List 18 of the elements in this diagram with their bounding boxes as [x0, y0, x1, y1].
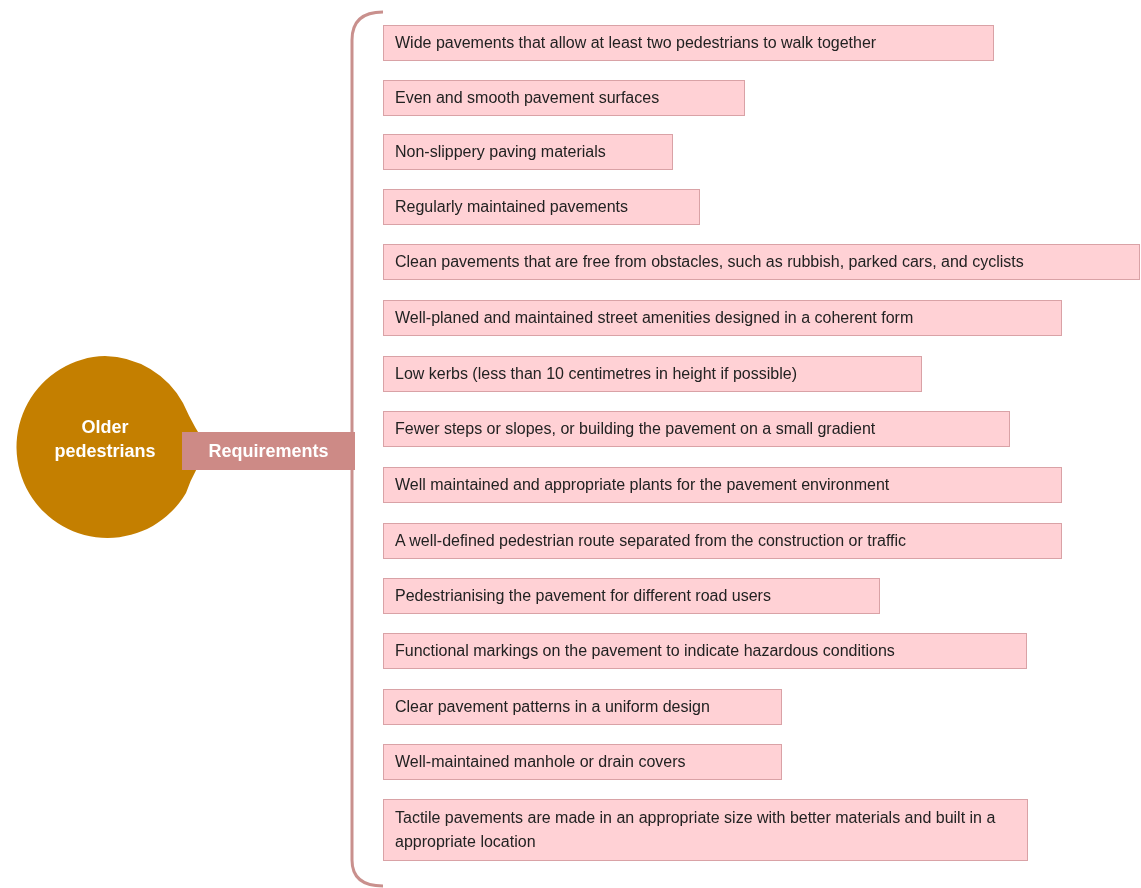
requirement-box: Functional markings on the pavement to indicate hazardous conditions	[383, 633, 1027, 669]
requirement-box: Tactile pavements are made in an appropriate size with better materials and built in a appropriate location	[383, 799, 1028, 861]
requirement-box: Non-slippery paving materials	[383, 134, 673, 170]
requirement-box: Regularly maintained pavements	[383, 189, 700, 225]
requirement-box: Pedestrianising the pavement for different road users	[383, 578, 880, 614]
requirement-box: A well-defined pedestrian route separated from the construction or traffic	[383, 523, 1062, 559]
requirement-box: Even and smooth pavement surfaces	[383, 80, 745, 116]
requirement-box: Well-maintained manhole or drain covers	[383, 744, 782, 780]
requirement-box: Low kerbs (less than 10 centimetres in height if possible)	[383, 356, 922, 392]
requirement-box: Well-planed and maintained street amenities designed in a coherent form	[383, 300, 1062, 336]
category-box	[182, 432, 355, 470]
requirement-box: Wide pavements that allow at least two pedestrians to walk together	[383, 25, 994, 61]
requirement-box: Well maintained and appropriate plants for the pavement environment	[383, 467, 1062, 503]
category-label: Requirements	[208, 439, 329, 463]
requirement-box: Fewer steps or slopes, or building the pavement on a small gradient	[383, 411, 1010, 447]
requirement-box: Clean pavements that are free from obstacles, such as rubbish, parked cars, and cyclists	[383, 244, 1140, 280]
node-title: Older pedestrians	[53, 416, 157, 463]
requirement-box: Clear pavement patterns in a uniform design	[383, 689, 782, 725]
